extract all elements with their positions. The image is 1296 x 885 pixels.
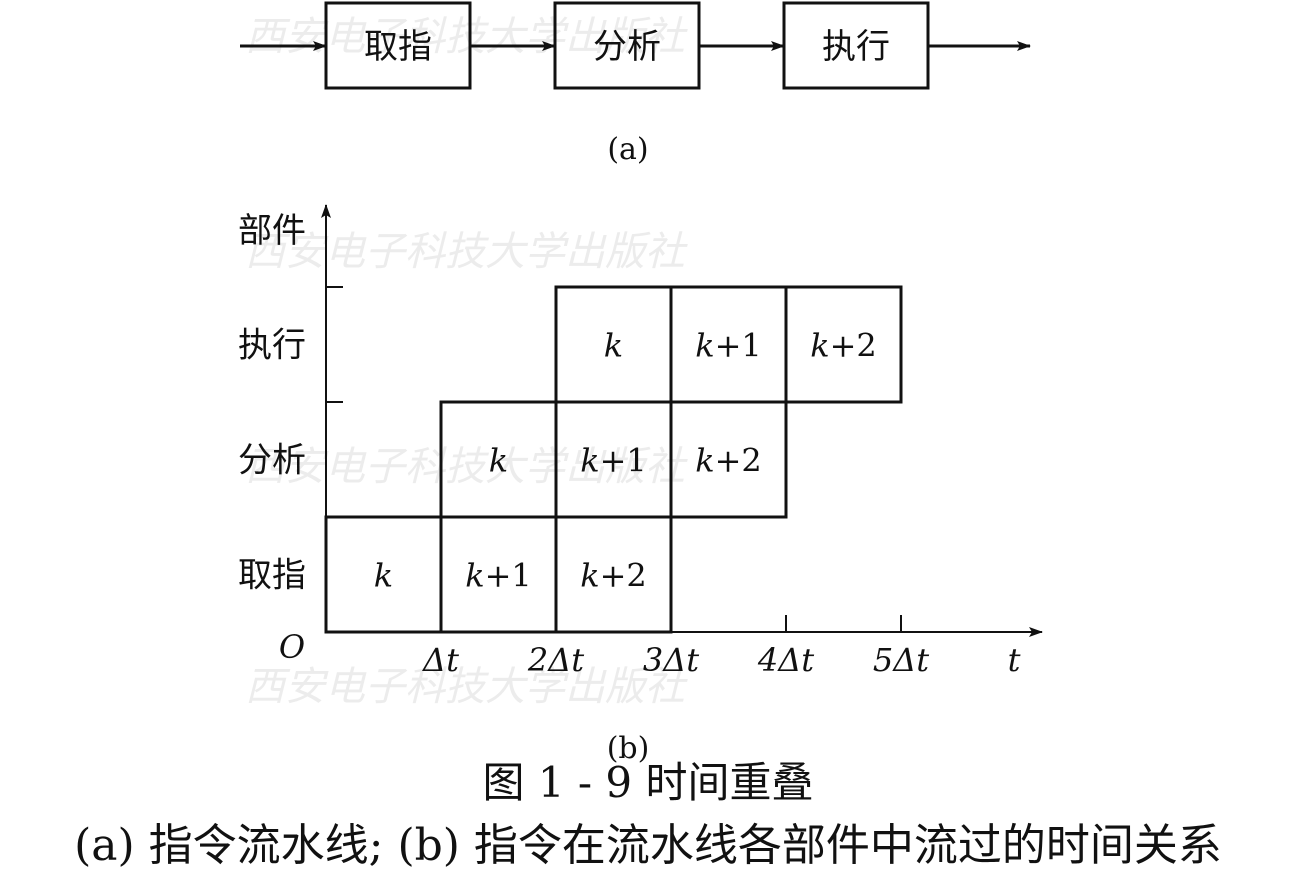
row-label: 执行 xyxy=(238,326,306,366)
pipeline-stage-fetch: 取指 xyxy=(364,27,432,67)
row-label: 分析 xyxy=(238,441,306,481)
timing-diagram: Δt 2Δt 3Δt 4Δt 5Δt 部件 t O 取指 分析 执行 k k+1 k+2 k k+1 k+2 k k… xyxy=(238,204,1043,766)
x-tick-label: 3Δt xyxy=(643,641,699,679)
figure-subtitle: (a) 指令流水线; (b) 指令在流水线各部件中流过的时间关系 xyxy=(74,820,1222,871)
x-tick-label: 5Δt xyxy=(873,641,929,679)
x-tick-label: 4Δt xyxy=(757,641,814,679)
x-tick-label: 2Δt xyxy=(527,641,584,679)
watermark-line: 西安电子科技大学出版社 xyxy=(245,664,688,710)
watermark-line: 西安电子科技大学出版社 xyxy=(245,444,688,490)
pipeline-stage-execute: 执行 xyxy=(822,27,890,67)
subfigure-label-a: (a) xyxy=(607,132,648,167)
subfigure-label-b: (b) xyxy=(607,731,650,766)
row-label: 取指 xyxy=(238,556,306,596)
x-axis-label: t xyxy=(1008,641,1021,679)
timing-cell-label: k xyxy=(489,442,508,480)
origin-label: O xyxy=(279,628,305,666)
figure-title: 图 1 - 9 时间重叠 xyxy=(482,758,814,807)
timing-cell-label: k+2 xyxy=(810,327,877,365)
watermark-line: 西安电子科技大学出版社 xyxy=(245,14,688,60)
timing-cell xyxy=(784,285,903,404)
y-axis-label: 部件 xyxy=(238,211,306,251)
timing-cell-label: k xyxy=(374,557,393,595)
pipeline-diagram xyxy=(240,1,1031,90)
x-tick-label: Δt xyxy=(421,641,459,679)
timing-cell-label: k+1 xyxy=(580,442,647,480)
pipeline-stage-analyze: 分析 xyxy=(593,27,661,67)
timing-cell-label: k+2 xyxy=(695,442,762,480)
timing-cell-label: k xyxy=(604,327,623,365)
timing-cell-label: k+1 xyxy=(465,557,532,595)
watermark: 西安电子科技大学出版社 西安电子科技大学出版社 西安电子科技大学出版社 西安电子… xyxy=(245,14,688,710)
timing-cell-label: k+1 xyxy=(695,327,762,365)
watermark-line: 西安电子科技大学出版社 xyxy=(245,229,688,275)
timing-cell-label: k+2 xyxy=(580,557,647,595)
